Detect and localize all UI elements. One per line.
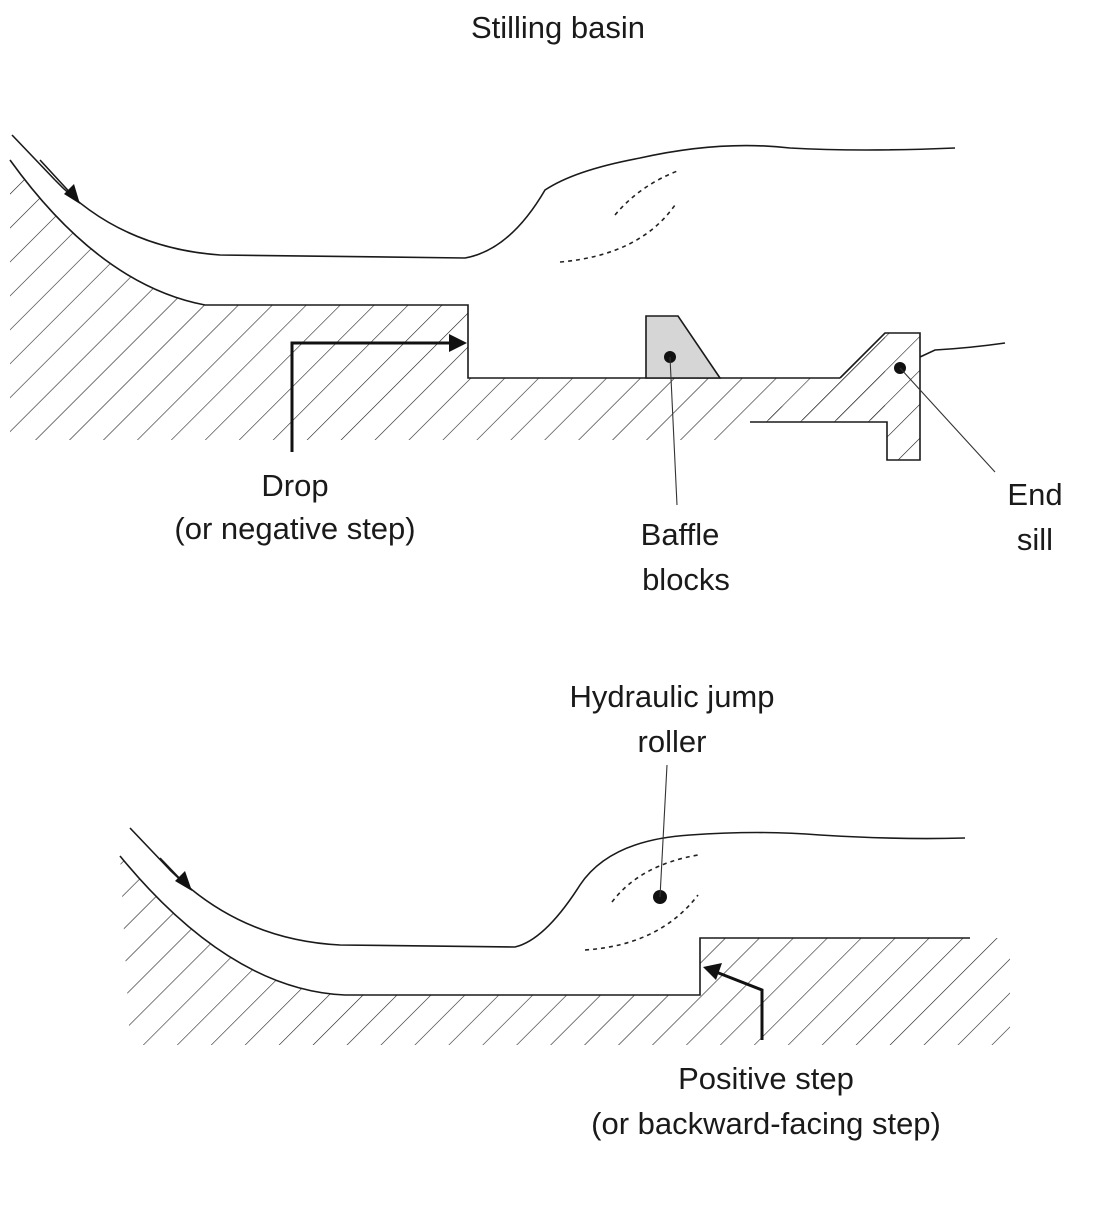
drop-label-line2: (or negative step) xyxy=(174,511,415,546)
drop-arrow xyxy=(290,341,455,452)
bottom-channel-bed xyxy=(119,855,970,996)
top-roller-arc-upper xyxy=(614,169,681,216)
drop-arrow-head-icon xyxy=(449,334,467,352)
tailwater-surface xyxy=(919,342,1006,358)
end-sill-label-line1: End xyxy=(1007,477,1062,512)
end-sill-label-line2: sill xyxy=(1017,522,1053,557)
baffle-label-line2: blocks xyxy=(642,562,730,597)
top-roller-arc-lower xyxy=(559,204,676,263)
roller-label-line1: Hydraulic jump xyxy=(569,679,774,714)
bottom-diagram: Hydraulic jump roller Positive step (or … xyxy=(119,679,1010,1141)
bottom-roller-arc-upper xyxy=(611,854,699,903)
bottom-flow-arrow-icon xyxy=(175,871,192,891)
end-sill-outline xyxy=(750,332,921,461)
positive-step-label-line1: Positive step xyxy=(678,1061,854,1096)
bottom-roller-arc-lower xyxy=(584,894,699,951)
top-flow-arrow-icon xyxy=(64,184,80,204)
top-channel-bed xyxy=(9,159,840,379)
end-sill-leader-line xyxy=(899,367,996,473)
bottom-bed-hatching xyxy=(120,856,1010,1045)
bottom-water-surface xyxy=(129,827,966,948)
baffle-label-line1: Baffle xyxy=(641,517,720,552)
drop-label-line1: Drop xyxy=(261,468,328,503)
top-water-surface xyxy=(54,144,956,259)
top-diagram: Drop (or negative step) Baffle blocks En… xyxy=(9,134,1063,597)
roller-leader-line xyxy=(659,764,668,898)
positive-step-label-line2: (or backward-facing step) xyxy=(591,1106,941,1141)
baffle-block xyxy=(645,315,722,379)
baffle-leader-line xyxy=(669,356,678,506)
positive-step-arrow xyxy=(715,970,764,1040)
diagram-title: Stilling basin xyxy=(471,10,645,45)
positive-step-arrow-head-icon xyxy=(703,963,722,980)
roller-label-line2: roller xyxy=(638,724,707,759)
top-inlet-wall-upper xyxy=(11,134,56,181)
